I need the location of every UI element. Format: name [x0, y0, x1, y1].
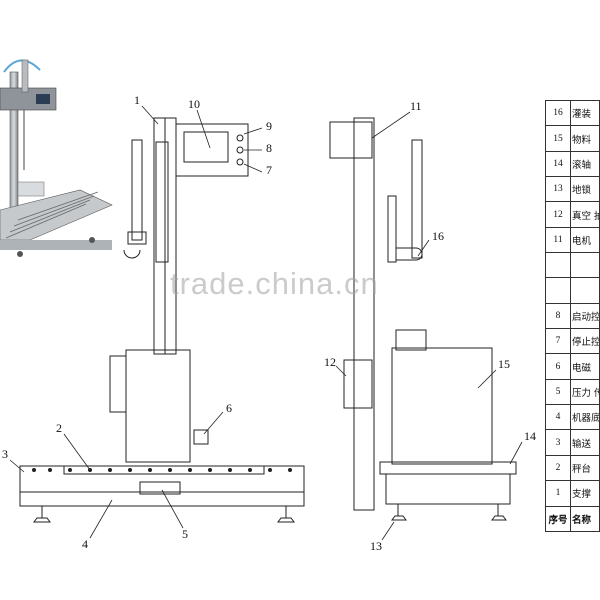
part-name: 电磁: [570, 353, 600, 380]
part-name: 滚轴: [570, 150, 600, 178]
part-name: 灌装: [570, 99, 600, 127]
callout-13: 13: [370, 539, 382, 553]
part-name: 压力 传感: [570, 378, 600, 406]
part-number: [545, 252, 571, 279]
product-photo: [0, 58, 113, 258]
callout-10: 10: [188, 97, 200, 111]
part-number: [545, 277, 571, 304]
part-number: 15: [545, 125, 571, 152]
part-name: 物料: [570, 125, 600, 152]
part-name: 支撑: [570, 480, 600, 507]
callout-2: 2: [56, 421, 62, 435]
part-name: 秤台: [570, 454, 600, 482]
part-number: 8: [545, 302, 571, 330]
parts-row: [545, 252, 600, 279]
part-number: 12: [545, 201, 571, 228]
part-name: 真空 抽吸: [570, 201, 600, 228]
callout-12: 12: [324, 355, 336, 369]
part-number: 2: [545, 454, 571, 482]
part-name: [570, 277, 600, 304]
part-number: 6: [545, 353, 571, 380]
part-name: 启动控: [570, 302, 600, 330]
part-number: 4: [545, 404, 571, 431]
part-name: 停止控: [570, 328, 600, 355]
header-number: 序号: [545, 505, 571, 532]
part-number: 1: [545, 480, 571, 507]
callout-11: 11: [410, 99, 422, 113]
part-number: 16: [545, 99, 571, 127]
callout-8: 8: [266, 141, 272, 155]
part-name: 机器底: [570, 404, 600, 431]
part-number: 3: [545, 429, 571, 456]
part-number: 13: [545, 176, 571, 203]
part-name: 电机: [570, 226, 600, 254]
callout-labels: 1 10 9 8 7 6 2 3 4 5 11 16 12 15 14 13: [2, 93, 536, 553]
part-number: 11: [545, 226, 571, 254]
callout-15: 15: [498, 357, 510, 371]
callout-4: 4: [82, 537, 88, 551]
callout-7: 7: [266, 163, 272, 177]
header-name: 名称: [570, 505, 600, 532]
callout-16: 16: [432, 229, 444, 243]
callout-9: 9: [266, 119, 272, 133]
callout-14: 14: [524, 429, 536, 443]
callout-6: 6: [226, 401, 232, 415]
callout-3: 3: [2, 447, 8, 461]
front-view: [19, 117, 305, 523]
watermark-text: trade.china.cn: [170, 266, 379, 301]
callout-1: 1: [134, 93, 140, 107]
callout-5: 5: [182, 527, 188, 541]
part-number: 7: [545, 328, 571, 355]
part-number: 14: [545, 150, 571, 178]
leader-lines: [9, 105, 523, 541]
part-name: 输送: [570, 429, 600, 456]
parts-row: 5压力 传感: [545, 378, 600, 406]
side-view: [329, 117, 517, 521]
part-name: 地锁: [570, 176, 600, 203]
part-number: 5: [545, 378, 571, 406]
parts-header-row: 序号名称: [545, 505, 600, 532]
parts-row: [545, 277, 600, 304]
part-name: [570, 252, 600, 279]
